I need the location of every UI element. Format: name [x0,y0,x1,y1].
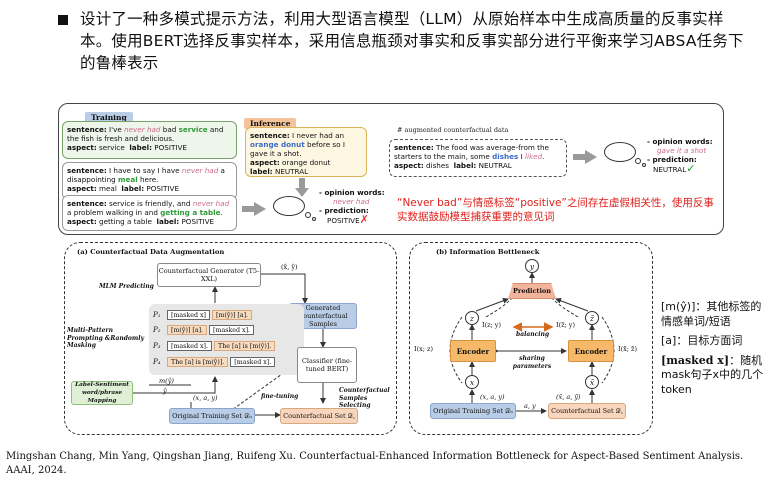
z-tilde-node: z̃ [585,311,599,325]
notation-notes: [m(ŷ)]：其他标签的情感单词/短语 [a]：目标方面词 [masked x]… [661,300,769,397]
ib-title: (b) Information Bottleneck [436,248,540,256]
prompt-row-p2: P₂[m(ŷ)] [a].[masked x]. [153,325,256,335]
prediction-node: Prediction [508,283,556,299]
citation: Mingshan Chang, Min Yang, Qingshan Jiang… [6,451,744,476]
note-masked-desc: ：随机mask句子x中的几个token [661,353,764,396]
prompt-patterns-group: P₁[masked x][m(ŷ)] [a]. P₂[m(ŷ)] [a].[ma… [149,304,304,375]
izy-label: I(z; y) [482,321,501,329]
mapped-sentiment-label: m(ŷ) [159,377,174,385]
inference-tag: Inference [244,118,297,129]
ib-panel: (b) Information Bottleneck y Prediction … [409,242,653,435]
prompt-row-p3: P₃[masked x].The [a] is [m(ŷ)]. [153,341,277,351]
thought-dot-icon [312,217,316,221]
label-mapping-node: Label-Sentiment word/phrase Mapping [71,381,133,405]
training-arrow-icon [242,206,254,212]
thought-dot-icon [305,212,311,218]
note-m-yhat: [m(ŷ)]：其他标签的情感单词/短语 [661,300,762,328]
prompt-row-p1: P₁[masked x][m(ŷ)] [a]. [153,310,254,320]
thought-dot-icon [642,163,646,167]
fine-tuning-label: fine-tuning [261,393,299,400]
training-example-3: sentence: service is friendly, and never… [62,195,237,231]
ay-label: a, y [524,402,536,410]
inference-arrow-head-icon [295,188,309,197]
counterfactual-set-a: Counterfactual Set 𝒟꜀ [280,408,358,424]
xtay-label-b: (x̃, a, ỹ) [556,393,581,401]
z-node: z [465,311,479,325]
example-panel: Training sentence: I've never had bad se… [58,103,724,235]
cs-selecting-label: Counterfactual Samples Selecting [339,387,390,409]
yhat-label: ŷ [163,387,167,395]
augmented-data-title: # augmented counterfactual data [397,126,509,134]
opinion-output-2: - opinion words: gave it a shot - predic… [647,137,713,175]
augmented-example: sentence: The food was average-from the … [389,139,567,177]
cda-title: (a) Counterfactual Data Augmentation [77,248,225,256]
augmented-arrow-head-icon [585,150,597,164]
ixz-label: I(x; z) [414,345,433,353]
inference-arrow-icon [299,178,305,188]
check-mark-icon: ✓ [686,162,696,175]
training-example-1: sentence: I've never had bad service and… [62,121,237,159]
ixtz-label: I(x̃; z̃) [618,345,637,353]
balancing-label: balancing [516,331,550,338]
x-node: x [465,375,479,389]
generated-pair-label: (x̂, ŷ) [281,263,298,271]
augmented-arrow-icon [573,154,585,160]
note-masked-key: [masked x] [661,353,730,367]
cda-panel: (a) Counterfactual Data Augmentation Cou… [64,242,397,435]
opinion-output-1: - opinion words: never had - prediction:… [319,188,385,226]
note-masked: [masked x]：随机mask句子x中的几个token [661,354,769,398]
wrong-mark-icon: ✗ [359,213,369,226]
thought-dot-icon [635,158,641,164]
inference-example: sentence: I never had an orange donut be… [245,127,367,177]
xay-label-a: (x, a, y) [193,394,218,402]
encoder-left: Encoder [450,340,496,362]
encoder-right: Encoder [568,340,614,362]
mlm-predicting-label: MLM Predicting [99,283,154,290]
izty-label: I(z̃; y) [556,321,575,329]
note-aspect: [a]：目标方面词 [661,334,743,347]
cda-connectors [133,273,326,418]
x-tilde-node: x̃ [585,375,599,389]
original-training-set-a: Original Training Set 𝒟ₒ [169,408,255,424]
classifier-node: Classifier (fine-tuned BERT) [297,347,357,383]
training-tag: Training [85,112,133,123]
training-arrow-head-icon [254,202,266,216]
original-training-set-b: Original Training Set 𝒟ₒ [430,403,516,419]
heading-block: 设计了一种多模式提示方法，利用大型语言模型（LLM）从原始样本中生成高质量的反事… [46,8,746,74]
slide-heading: 设计了一种多模式提示方法，利用大型语言模型（LLM）从原始样本中生成高质量的反事… [80,10,744,72]
bullet-square-icon [58,15,68,25]
thought-cloud-icon [604,142,636,162]
sharing-parameters-label: sharing parameters [512,355,552,370]
xay-label-b: (x, a, y) [480,393,505,401]
counterfactual-generator: Counterfactual Generator (T5-XXL) [157,263,261,287]
spurious-correlation-note: “Never bad”与情感标签“positive”之间存在虚假相关性，使用反事… [397,197,714,223]
counterfactual-set-b: Counterfactual Set 𝒟꜀ [548,403,626,419]
multi-pattern-label: Multi-Pattern Prompting &Randomly Maskin… [67,327,145,349]
thought-cloud-icon [273,196,305,216]
y-node: y [525,259,539,273]
